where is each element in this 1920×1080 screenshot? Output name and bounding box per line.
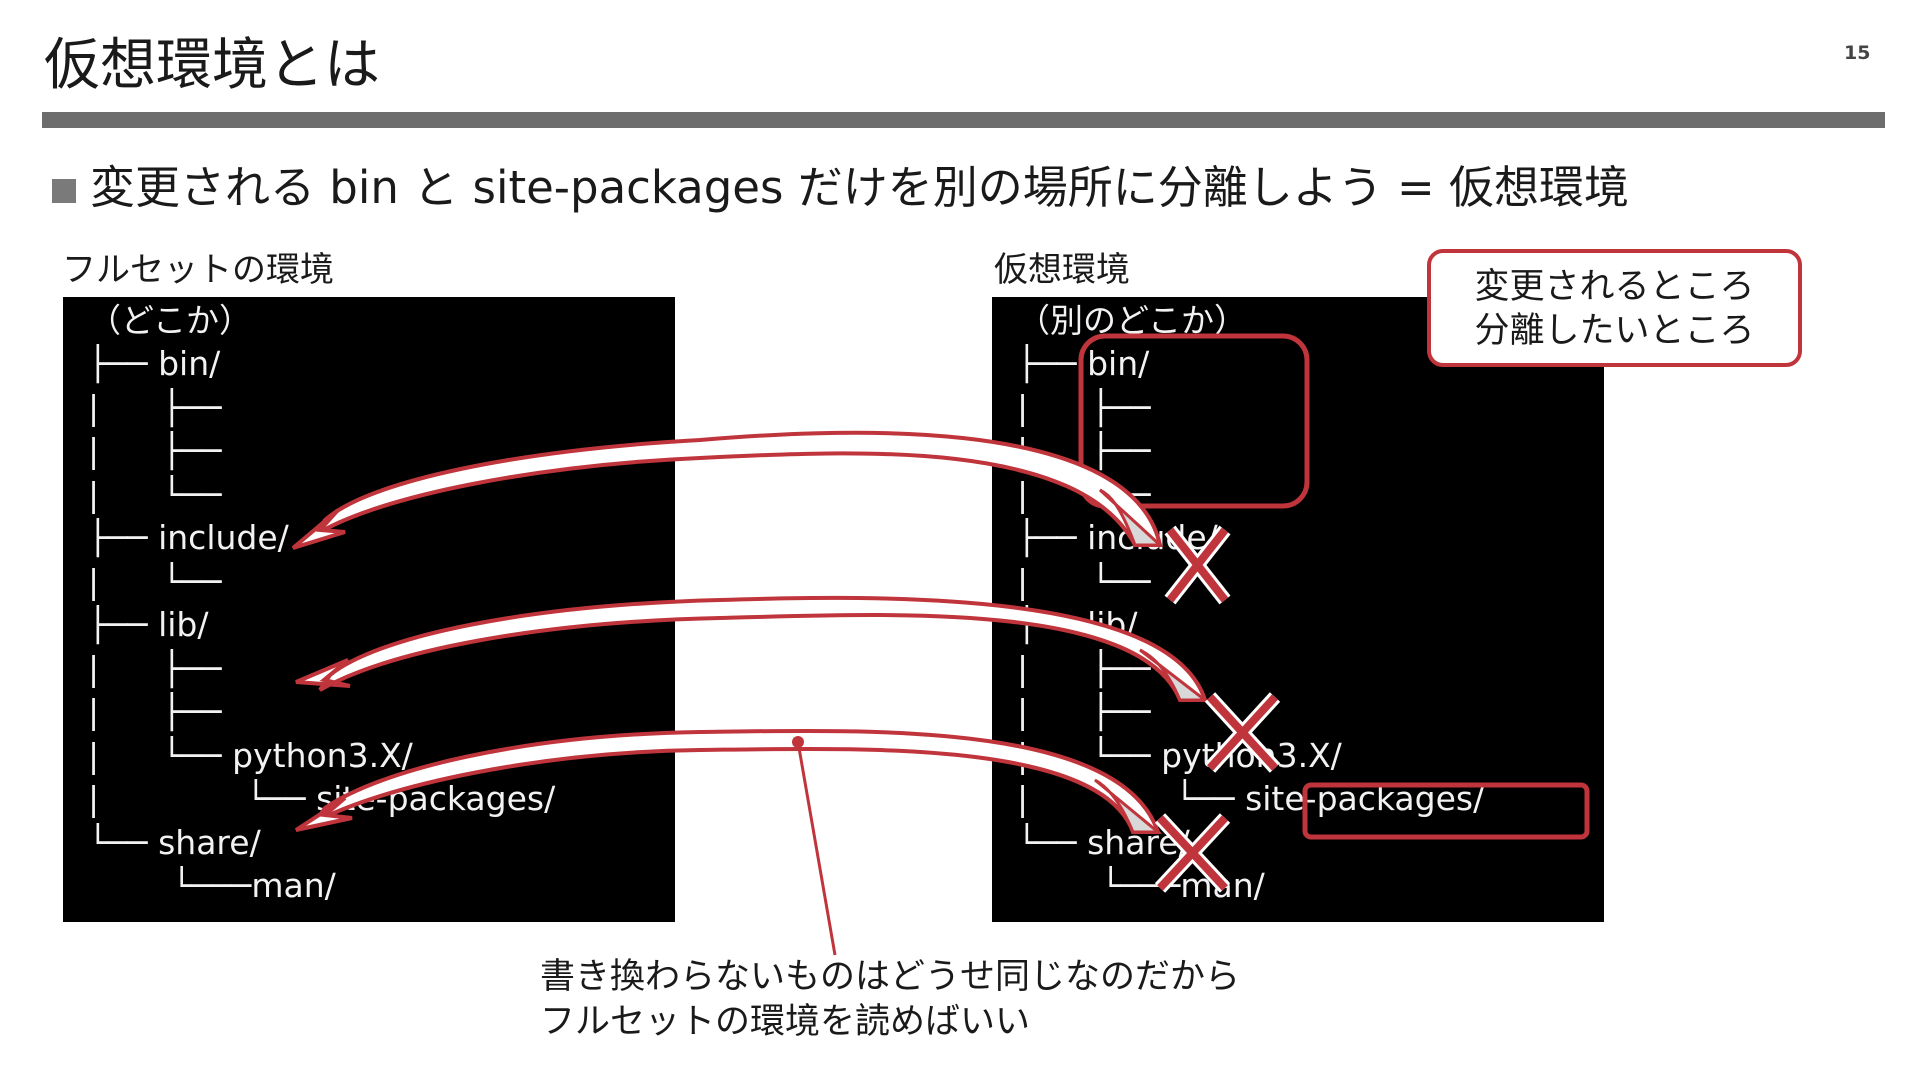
note-pointer-dot-icon <box>792 736 804 748</box>
tree-line: | └── <box>1017 562 1151 601</box>
arrow-include-icon <box>291 430 1164 550</box>
tree-line: ├── bin/ <box>1017 344 1150 383</box>
tree-line: | └── python3.X/ <box>88 736 413 775</box>
tree-line: | ├── <box>88 649 222 688</box>
page-number: 15 <box>1844 42 1871 64</box>
tree-line: ├── bin/ <box>88 344 221 383</box>
bin-highlight-box <box>1078 333 1310 509</box>
tree-line: ├── include/ <box>88 518 289 557</box>
note-line: 書き換わらないものはどうせ同じなのだから <box>540 957 1241 997</box>
callout-line: 変更されるところ <box>1474 267 1755 307</box>
cross-mark-icon <box>1164 525 1231 605</box>
note-line: フルセットの環境を読めばいい <box>540 1002 1031 1042</box>
right-panel-caption: 仮想環境 <box>994 250 1130 290</box>
left-panel-caption: フルセットの環境 <box>62 250 334 290</box>
tree-line: （どこか） <box>88 301 253 340</box>
arrow-lib-icon <box>295 595 1210 702</box>
slide-title: 仮想環境とは <box>44 33 380 98</box>
bullet-square-icon <box>52 179 76 203</box>
tree-line: └───man/ <box>88 866 336 905</box>
changed-part-callout: 変更されるところ 分離したいところ <box>1427 249 1802 367</box>
tree-line: └── share/ <box>88 823 261 862</box>
cross-mark-icon <box>1154 813 1231 893</box>
cross-mark-icon <box>1204 692 1281 773</box>
note-pointer-line <box>796 741 837 956</box>
site-packages-highlight-box <box>1302 782 1590 840</box>
bullet-text: 変更される bin と site-packages だけを別の場所に分離しよう … <box>90 161 1630 214</box>
tree-line: | ├── <box>88 431 222 470</box>
tree-line: | ├── <box>88 388 222 427</box>
tree-line: | ├── <box>1017 692 1151 731</box>
tree-line: | └── <box>88 475 222 514</box>
tree-line: ├── include/ <box>1017 518 1218 557</box>
arrow-share-icon <box>294 728 1163 834</box>
tree-line: | ├── <box>1017 388 1151 427</box>
tree-line: | └── <box>88 562 222 601</box>
title-rule <box>42 112 1885 128</box>
tree-line: | ├── <box>88 692 222 731</box>
tree-line: ├── lib/ <box>88 605 209 644</box>
callout-line: 分離したいところ <box>1474 311 1755 351</box>
